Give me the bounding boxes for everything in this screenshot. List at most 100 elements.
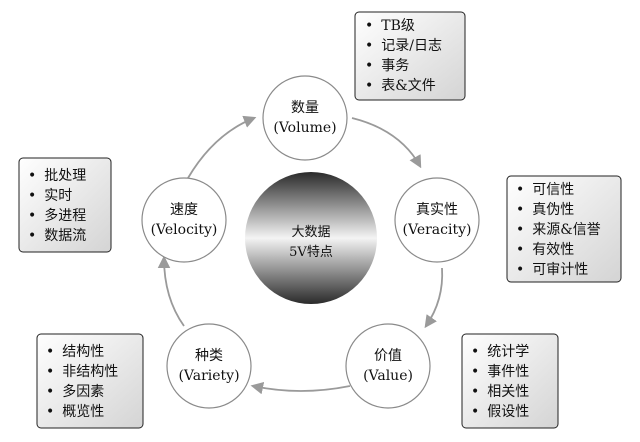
node-velocity-circle [141, 177, 227, 263]
node-variety: 种类 (Variety) [166, 323, 252, 409]
bullet-icon: • [471, 404, 479, 420]
node-veracity: 真实性 (Veracity) [394, 177, 480, 263]
bullet-icon: • [28, 228, 36, 244]
node-velocity-title: 速度 [170, 202, 198, 218]
list-item: 真伪性 [532, 202, 574, 218]
center-label-line1: 大数据 [291, 225, 330, 240]
box-volume: • TB级 • 记录/日志 •事务 • 表&文件 [354, 11, 466, 101]
bullet-icon: • [46, 384, 54, 400]
list-item: 可审计性 [532, 262, 588, 278]
list-item: 有效性 [532, 242, 574, 258]
svg-text:•TB级: • TB级 [365, 18, 415, 34]
node-value-subtitle: (Value) [363, 368, 413, 384]
arrow-veracity-to-value [424, 267, 444, 329]
bullet-icon: • [28, 168, 36, 184]
svg-text:•多因素: • 多因素 [46, 383, 104, 400]
list-item: 数据流 [44, 228, 86, 244]
box-value: • 统计学 •事件性 • 相关性 • 假设性 [461, 333, 559, 429]
arrow-volume-to-veracity [351, 117, 422, 169]
box-variety-list: • 结构性 • 非结构性 • 多因素 • 概览性 [46, 344, 118, 420]
center-hub: 大数据 5V特点 [245, 172, 377, 304]
box-volume-frame [354, 11, 466, 101]
box-value-frame [461, 333, 559, 429]
svg-text:•多进程: • 多进程 [28, 207, 86, 224]
box-veracity-list: • 可信性 • 真伪性 • 来源&信誉 •有效性 • 可审计性 [516, 182, 601, 278]
node-volume-title: 数量 [291, 100, 319, 116]
center-label-line2: 5V特点 [289, 245, 333, 260]
node-veracity-circle [394, 177, 480, 263]
node-value-circle [345, 323, 431, 409]
svg-text:•事件性: •事件性 [471, 364, 529, 380]
list-item: 统计学 [487, 344, 529, 360]
box-velocity: • 批处理 • 实时 • 多进程 • 数据流 [18, 157, 112, 253]
bullet-icon: • [471, 344, 479, 360]
bullet-icon: • [516, 182, 524, 198]
list-item: 表&文件 [381, 78, 435, 94]
box-value-list: • 统计学 •事件性 • 相关性 • 假设性 [471, 344, 529, 420]
svg-text:•来源&信誉: • 来源&信誉 [516, 222, 601, 238]
svg-text:•非结构性: • 非结构性 [46, 364, 118, 380]
list-item: TB级 [381, 18, 415, 34]
bullet-icon: • [516, 202, 524, 218]
node-volume: 数量 (Volume) [262, 75, 348, 161]
bullet-icon: • [471, 384, 479, 400]
svg-text:•概览性: • 概览性 [46, 404, 104, 420]
arrow-velocity-to-volume [187, 115, 257, 179]
node-velocity: 速度 (Velocity) [141, 177, 227, 263]
center-disc [245, 172, 377, 304]
node-variety-subtitle: (Variety) [178, 368, 239, 384]
arrow-variety-to-velocity [157, 255, 185, 327]
box-variety: • 结构性 • 非结构性 • 多因素 • 概览性 [36, 333, 144, 429]
svg-text:•可信性: • 可信性 [516, 182, 574, 198]
svg-text:•相关性: • 相关性 [471, 384, 529, 400]
svg-text:•统计学: • 统计学 [471, 344, 529, 360]
svg-text:•表&文件: • 表&文件 [365, 78, 436, 94]
list-item: 非结构性 [62, 364, 118, 380]
bullet-icon: • [28, 208, 36, 224]
node-value-title: 价值 [374, 348, 402, 364]
list-item: 实时 [44, 188, 72, 204]
box-veracity-frame [506, 175, 622, 283]
bullet-icon: • [365, 38, 373, 54]
bullet-icon: • [365, 78, 373, 94]
list-item: 事务 [381, 58, 409, 74]
list-item: 相关性 [487, 384, 529, 400]
bullet-icon: • [365, 18, 373, 34]
list-item: 来源&信誉 [532, 222, 600, 238]
list-item: 批处理 [44, 168, 86, 184]
svg-text:•记录/日志: • 记录/日志 [365, 38, 442, 54]
list-item: 多因素 [62, 383, 104, 400]
list-item: 假设性 [487, 404, 529, 420]
list-item: 记录/日志 [381, 38, 442, 54]
bullet-icon: • [28, 188, 36, 204]
list-item: 多进程 [44, 207, 86, 224]
list-item: 可信性 [532, 182, 574, 198]
cycle-arrows [157, 115, 444, 395]
svg-text:•实时: • 实时 [28, 188, 72, 204]
bullet-icon: • [516, 262, 524, 278]
node-veracity-title: 真实性 [416, 202, 458, 218]
svg-text:•批处理: • 批处理 [28, 168, 86, 184]
bullet-icon: • [46, 364, 54, 380]
box-volume-list: • TB级 • 记录/日志 •事务 • 表&文件 [365, 18, 442, 94]
node-volume-circle [262, 75, 348, 161]
list-item: 事件性 [487, 364, 529, 380]
svg-text:•假设性: • 假设性 [471, 404, 529, 420]
svg-text:•结构性: • 结构性 [46, 344, 104, 360]
list-item: 概览性 [62, 404, 104, 420]
bullet-icon: • [46, 344, 54, 360]
bullet-icon: • [46, 404, 54, 420]
box-velocity-list: • 批处理 • 实时 • 多进程 • 数据流 [28, 168, 86, 244]
svg-text:•真伪性: • 真伪性 [516, 202, 574, 218]
svg-text:•事务: •事务 [365, 58, 409, 74]
box-variety-frame [36, 333, 144, 429]
list-item: 结构性 [62, 344, 104, 360]
bullet-icon: • [516, 222, 524, 238]
svg-text:•有效性: •有效性 [516, 242, 574, 258]
node-veracity-subtitle: (Veracity) [403, 222, 472, 238]
box-veracity: • 可信性 • 真伪性 • 来源&信誉 •有效性 • 可审计性 [506, 175, 622, 283]
node-value: 价值 (Value) [345, 323, 431, 409]
node-volume-subtitle: (Volume) [273, 120, 336, 136]
box-velocity-frame [18, 157, 112, 253]
